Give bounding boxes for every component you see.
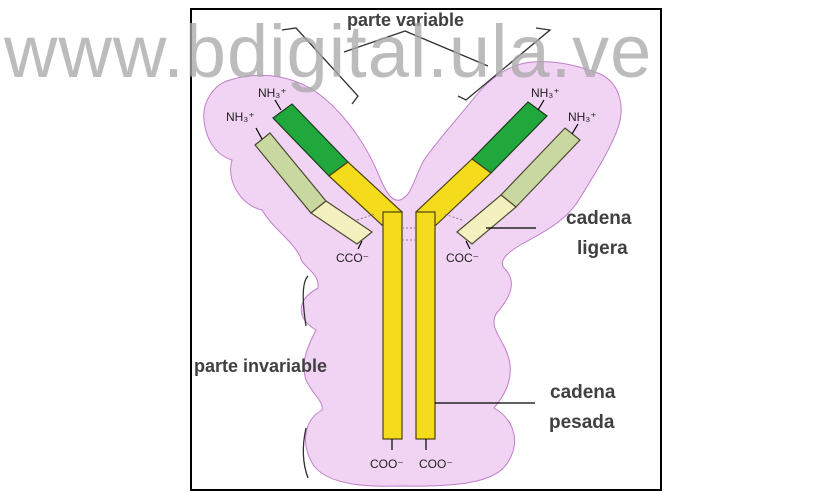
nh3-label-left-light: NH₃⁺ (226, 110, 255, 124)
light-chain-label-line2: ligera (577, 238, 628, 259)
heavy-chain-label-line2: pesada (549, 412, 615, 433)
carboxyl-label-right-light: COC⁻ (446, 251, 479, 265)
nh3-label-right-light: NH₃⁺ (568, 110, 597, 124)
heavy-chain-label-line1: cadena (550, 382, 616, 403)
right-heavy-chain-stem (416, 212, 435, 439)
carboxyl-label-left-heavy: COO⁻ (370, 457, 404, 471)
carboxyl-label-right-heavy: COO⁻ (419, 457, 453, 471)
carboxyl-label-left-light: CCO⁻ (336, 251, 369, 265)
left-heavy-chain-stem (383, 212, 402, 439)
invariable-part-label: parte invariable (194, 356, 327, 376)
light-chain-label-line1: cadena (566, 208, 632, 229)
watermark-text: www.bdigital.ula.ve (3, 10, 652, 93)
